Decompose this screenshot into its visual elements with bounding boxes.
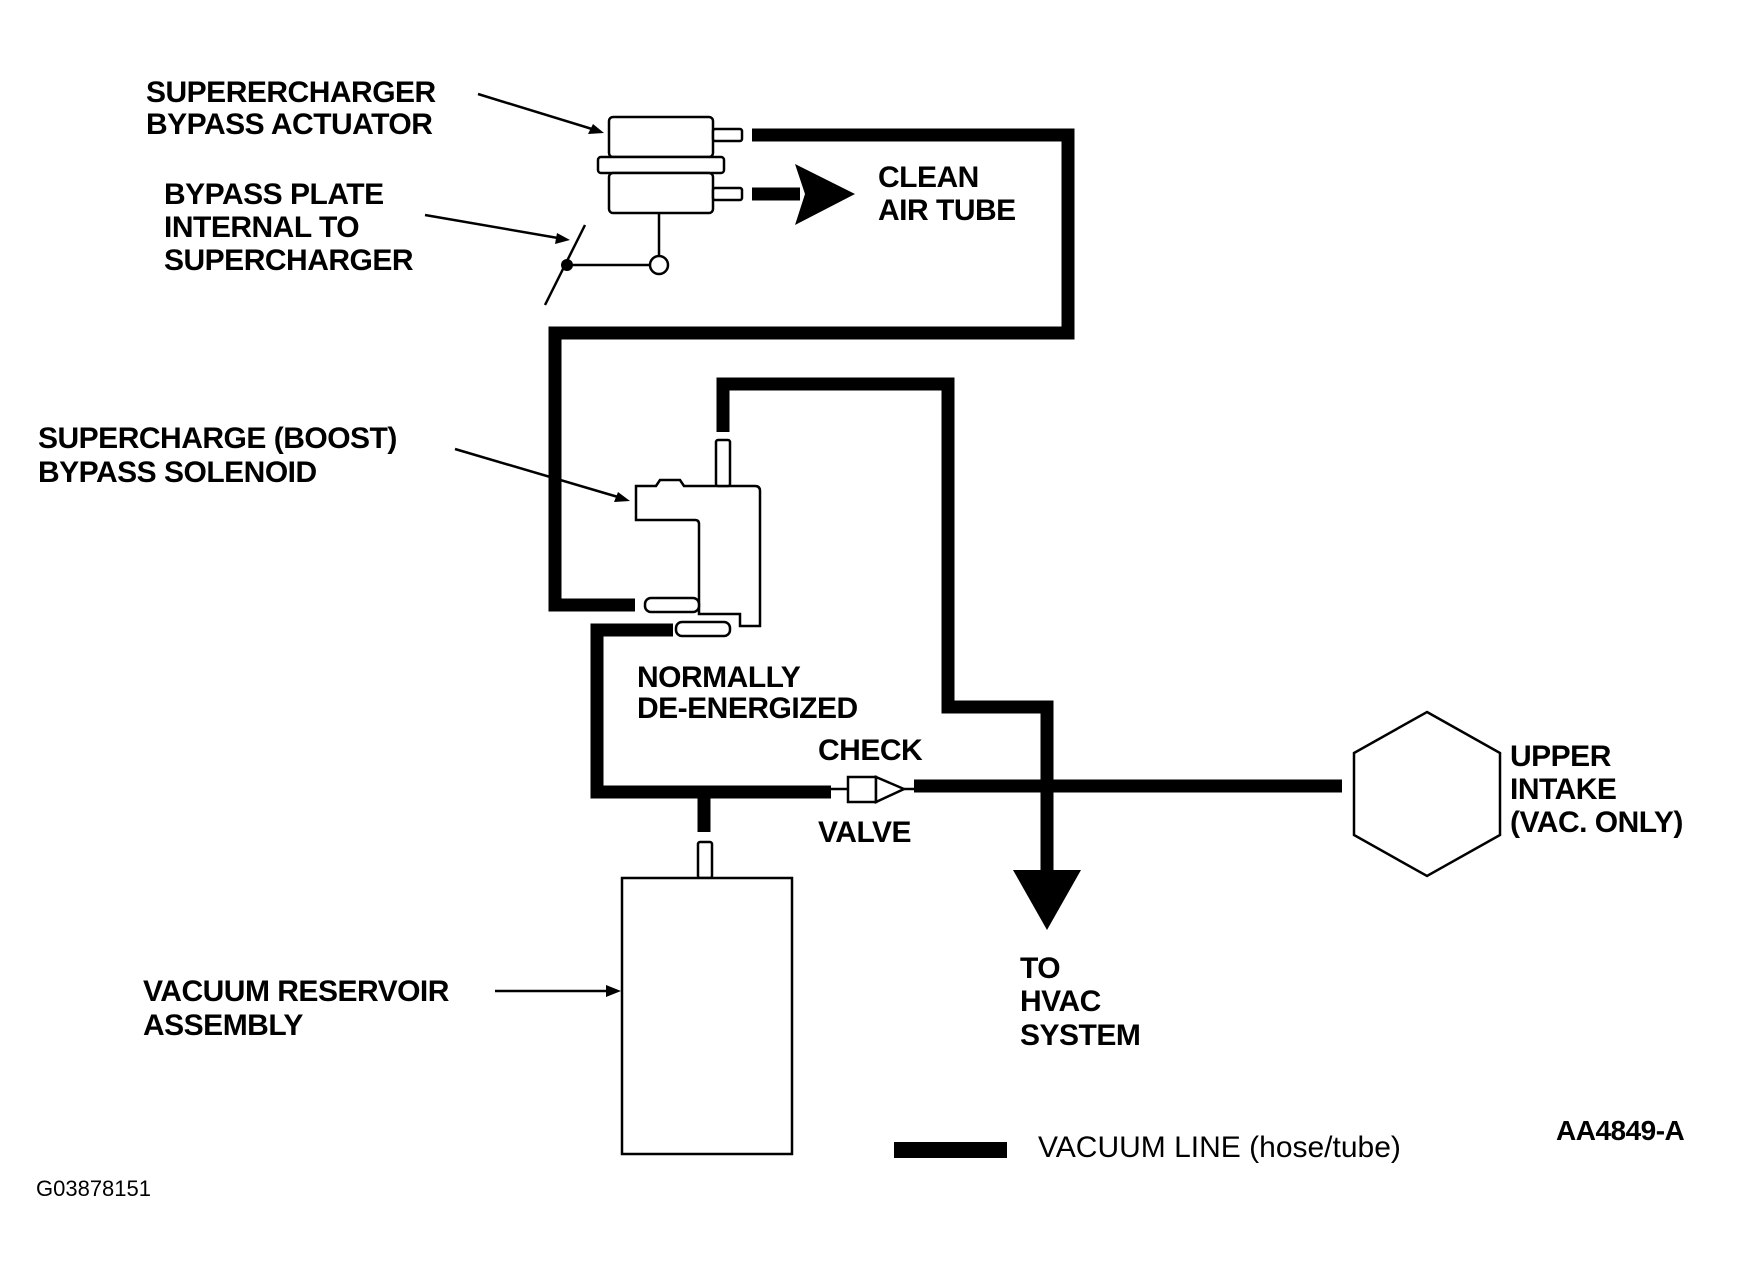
- bypass-plate: [543, 224, 670, 306]
- bypass-plate-label-line-3: SUPERCHARGER: [164, 244, 414, 277]
- upper-intake-hexagon: [1352, 710, 1502, 878]
- vacuum-reservoir: [620, 840, 794, 1156]
- solenoid-label-line-1: SUPERCHARGE (BOOST): [38, 422, 397, 455]
- hose-solenoid-to-check-valve: [590, 623, 831, 799]
- hvac-label-line-2: HVAC: [1020, 985, 1101, 1018]
- reservoir-label-line-1: VACUUM RESERVOIR: [143, 975, 450, 1008]
- actuator-label-line-2: BYPASS ACTUATOR: [146, 108, 433, 141]
- clean-air-arrow-icon: [795, 164, 855, 225]
- bypass-plate-label-line-1: BYPASS PLATE: [164, 178, 384, 211]
- vacuum-hoses: [548, 128, 1342, 870]
- image-code: G03878151: [36, 1176, 151, 1201]
- leader-lines: [424, 92, 630, 997]
- bypass-actuator: [596, 115, 744, 258]
- upper-intake-label-line-1: UPPER: [1510, 740, 1612, 773]
- reservoir-label-line-2: ASSEMBLY: [143, 1009, 303, 1042]
- bypass-plate-label: BYPASS PLATE INTERNAL TO SUPERCHARGER: [164, 178, 414, 277]
- hose-actuator-to-solenoid: [548, 128, 1075, 612]
- normally-label-line-1: NORMALLY: [637, 661, 801, 694]
- clean-air-label: CLEAN AIR TUBE: [878, 161, 1016, 227]
- actuator-label: SUPERERCHARGER BYPASS ACTUATOR: [146, 76, 444, 141]
- upper-intake-label: UPPER INTAKE (VAC. ONLY): [1510, 740, 1683, 839]
- normally-deenergized-label: NORMALLY DE-ENERGIZED: [637, 661, 858, 725]
- reservoir-label: VACUUM RESERVOIR ASSEMBLY: [143, 975, 457, 1042]
- hvac-label-line-3: SYSTEM: [1020, 1019, 1140, 1052]
- check-valve-label-bottom: VALVE: [818, 816, 911, 849]
- clean-air-label-line-2: AIR TUBE: [878, 194, 1016, 227]
- hvac-label-line-1: TO: [1020, 952, 1060, 985]
- upper-intake-label-line-2: INTAKE: [1510, 773, 1616, 806]
- bypass-solenoid: [634, 438, 762, 638]
- check-valve-label-top: CHECK: [818, 734, 923, 767]
- legend: VACUUM LINE (hose/tube): [894, 1131, 1401, 1164]
- hvac-label: TO HVAC SYSTEM: [1020, 952, 1140, 1052]
- actuator-label-line-1: SUPERERCHARGER: [146, 76, 437, 109]
- hvac-arrow-icon: [1013, 870, 1081, 930]
- solenoid-label: SUPERCHARGE (BOOST) BYPASS SOLENOID: [38, 422, 405, 489]
- bypass-plate-label-line-2: INTERNAL TO: [164, 211, 359, 244]
- legend-label: VACUUM LINE (hose/tube): [1038, 1131, 1401, 1164]
- clean-air-label-line-1: CLEAN: [878, 161, 979, 194]
- solenoid-label-line-2: BYPASS SOLENOID: [38, 456, 317, 489]
- hose-solenoid-to-hvac: [716, 377, 1054, 870]
- check-valve: [831, 775, 914, 804]
- normally-label-line-2: DE-ENERGIZED: [637, 692, 858, 725]
- figure-code: AA4849-A: [1556, 1115, 1685, 1146]
- upper-intake-label-line-3: (VAC. ONLY): [1510, 806, 1683, 839]
